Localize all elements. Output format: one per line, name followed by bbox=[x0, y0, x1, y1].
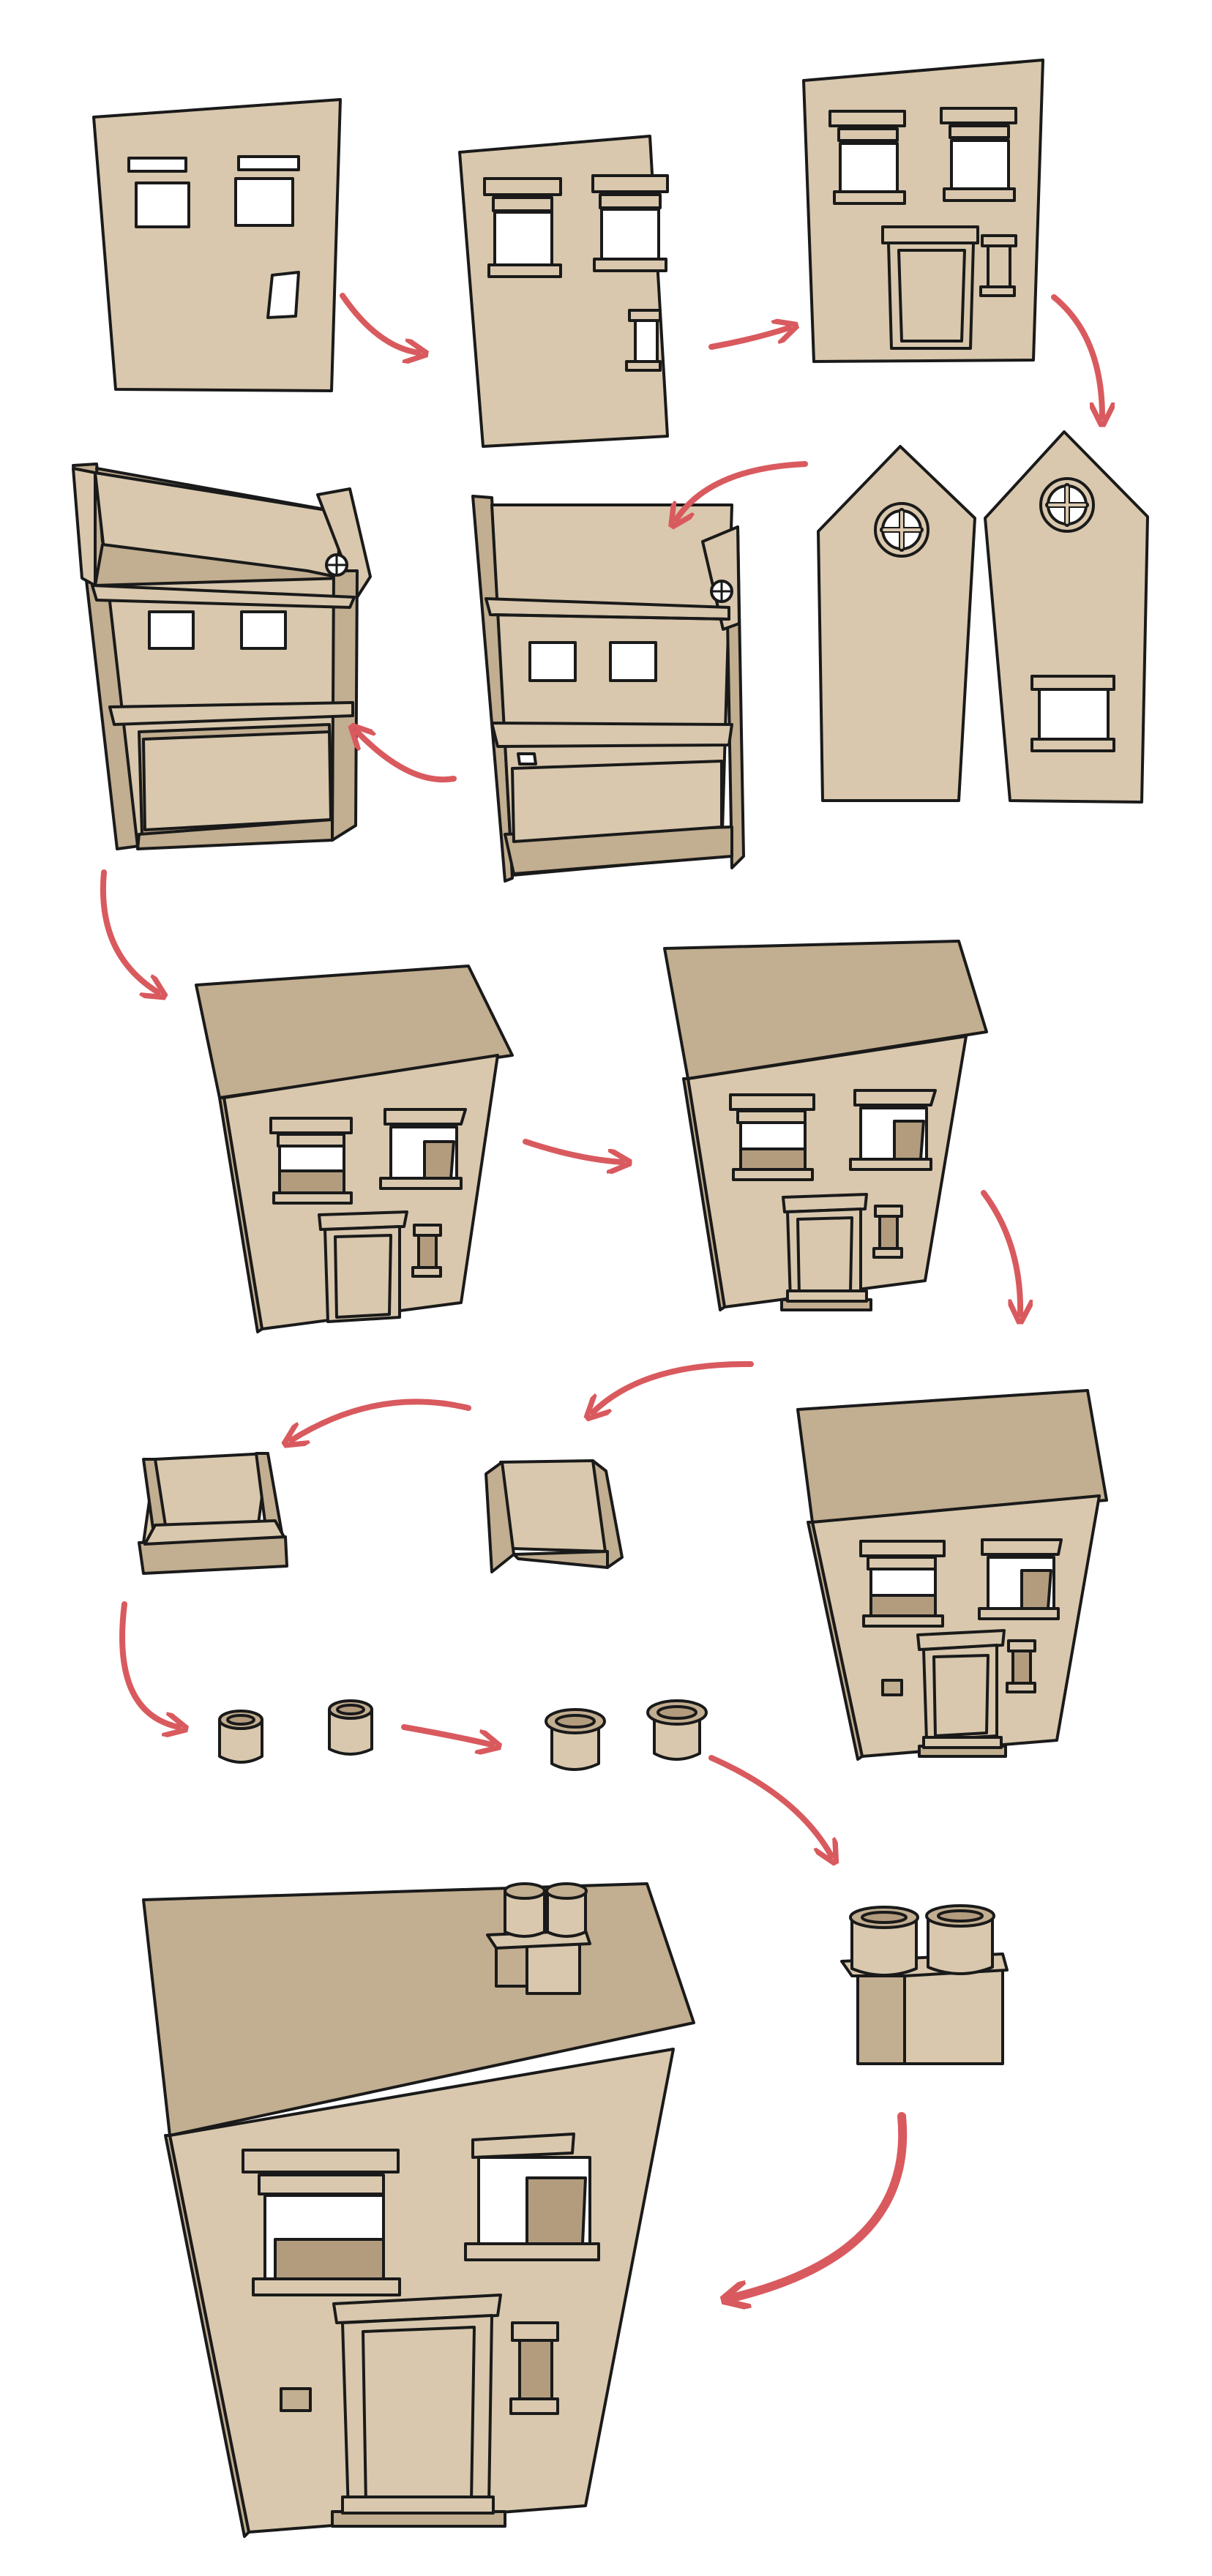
arrow-step12-to-step13 bbox=[401, 1724, 492, 1745]
step-carcass-side-walls bbox=[471, 495, 745, 883]
arrow-step2-to-step3 bbox=[708, 328, 789, 350]
arrow-step1-to-step2 bbox=[340, 293, 419, 353]
step-flat-front-panel bbox=[92, 98, 342, 392]
step-house-with-doorstep bbox=[663, 940, 988, 1311]
step-front-panel-door bbox=[802, 59, 1044, 363]
arrow-step7-to-step8 bbox=[523, 1139, 622, 1162]
arrow-step6-to-step7 bbox=[100, 869, 158, 992]
step-finished-house bbox=[142, 1882, 695, 2538]
arrow-step10-to-step12 bbox=[119, 1601, 179, 1727]
step-chimney-pots-plain bbox=[218, 1699, 373, 1764]
arrow-step11-to-step10 bbox=[291, 1399, 471, 1440]
step-chimney-box-bent bbox=[485, 1459, 624, 1573]
arrow-step14-to-step15 bbox=[732, 2112, 908, 2298]
arrow-step13-to-step14 bbox=[708, 1755, 831, 1856]
step-chimney-pots-rimmed bbox=[545, 1699, 708, 1771]
step-carcass-with-roof-slope bbox=[72, 463, 372, 850]
step-gable-side-panels bbox=[817, 430, 1149, 804]
step-house-with-wall-vent bbox=[796, 1389, 1108, 1761]
step-chimney-stack-assembled bbox=[840, 1904, 1009, 2065]
arrow-step4-to-step5 bbox=[676, 461, 808, 520]
arrow-step8-to-step9 bbox=[981, 1190, 1020, 1314]
step-front-panel-frames bbox=[458, 135, 669, 448]
arrow-step5-to-step6 bbox=[357, 732, 457, 783]
step-assembled-house-front-roof bbox=[195, 965, 514, 1333]
arrow-step9-to-step11 bbox=[593, 1360, 754, 1412]
arrows bbox=[100, 293, 1102, 2298]
arrow-step3-to-step4 bbox=[1051, 294, 1102, 417]
step-chimney-box-folded bbox=[138, 1452, 288, 1575]
